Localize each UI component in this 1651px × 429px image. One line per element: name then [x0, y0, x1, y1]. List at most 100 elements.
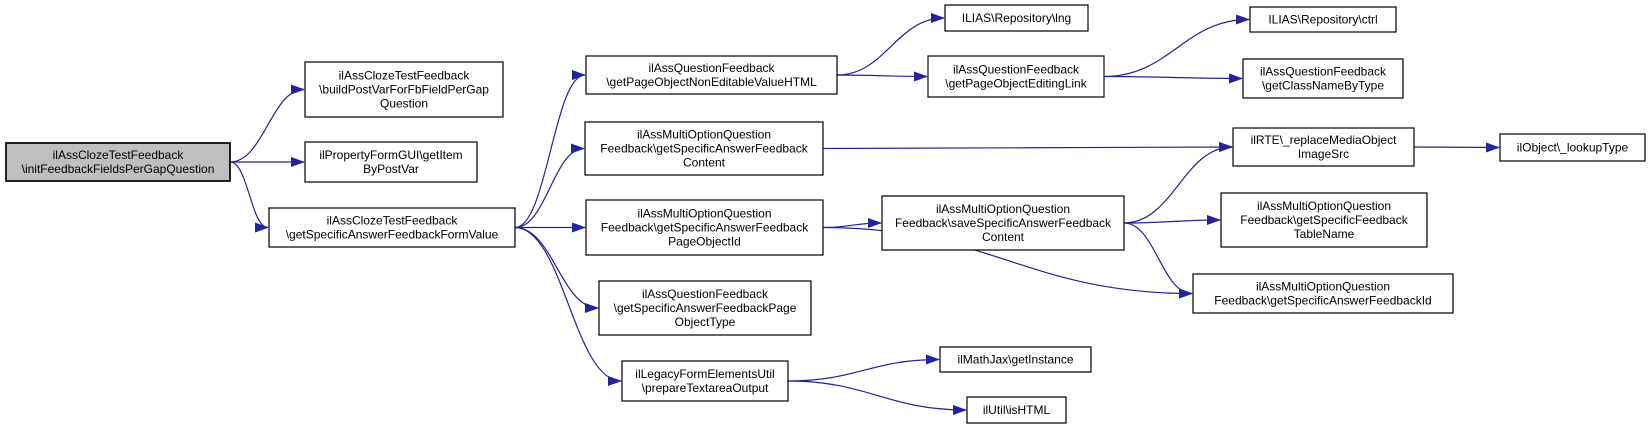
- node-box: [585, 199, 824, 256]
- node-label-line: Content: [982, 230, 1025, 244]
- node-label-line: ilUtil\isHTML: [983, 403, 1051, 417]
- node-label-line: Feedback\getSpecificAnswerFeedback: [600, 142, 808, 156]
- node-getSpecificAnswerFeedbackPageObjectType[interactable]: ilAssQuestionFeedback\getSpecificAnswerF…: [598, 280, 812, 336]
- edge-initFeedbackFieldsPerGapQuestion--getSpecificAnswerFeedbackFormValue: [229, 161, 269, 233]
- edge-getSpecificAnswerFeedbackFormValue--getPageObjectNonEditableValueHTML: [514, 70, 586, 229]
- node-label: ilLegacyFormElementsUtil\prepareTextarea…: [635, 367, 774, 395]
- node-label: ilAssQuestionFeedback\getPageObjectEditi…: [945, 63, 1087, 91]
- node-label: ilAssQuestionFeedback\getPageObjectNonEd…: [606, 61, 817, 89]
- node-box: [1192, 273, 1454, 314]
- node-getPageObjectEditingLink[interactable]: ilAssQuestionFeedback\getPageObjectEditi…: [927, 55, 1105, 98]
- edge-getPageObjectEditingLink--repository-ctrl: [1103, 14, 1250, 78]
- edge-getSpecificAnswerFeedbackFormValue--getSpecificAnswerFeedbackContent: [514, 143, 585, 229]
- node-box: [584, 121, 824, 176]
- edge-saveSpecificAnswerFeedbackContent--replaceMediaObjectImageSrc: [1123, 142, 1233, 224]
- node-getPageObjectNonEditableValueHTML[interactable]: ilAssQuestionFeedback\getPageObjectNonEd…: [585, 55, 838, 95]
- node-label: ilUtil\isHTML: [983, 403, 1051, 417]
- node-repository-ctrl[interactable]: ILIAS\Repository\ctrl: [1249, 6, 1397, 33]
- node-label-line: ilRTE\_replaceMediaObject: [1251, 133, 1398, 147]
- node-label-line: \getSpecificAnswerFeedbackPage: [614, 301, 797, 315]
- node-label-line: Feedback\saveSpecificAnswerFeedback: [895, 216, 1112, 230]
- node-box: [304, 61, 504, 118]
- node-label-line: ImageSrc: [1298, 147, 1349, 161]
- node-label-line: ilAssMultiOptionQuestion: [1257, 199, 1391, 213]
- node-label-line: PageObjectId: [668, 235, 741, 249]
- node-box: [1242, 58, 1404, 99]
- node-getSpecificAnswerFeedbackFormValue[interactable]: ilAssClozeTestFeedback\getSpecificAnswer…: [268, 207, 516, 248]
- node-label-line: \getClassNameByType: [1262, 79, 1384, 93]
- node-label-line: \getPageObjectEditingLink: [945, 77, 1087, 91]
- node-label-line: \prepareTextareaOutput: [642, 381, 769, 395]
- node-label-line: ilAssMultiOptionQuestion: [637, 207, 771, 221]
- node-getClassNameByType[interactable]: ilAssQuestionFeedback\getClassNameByType: [1242, 58, 1404, 99]
- edge-replaceMediaObjectImageSrc--lookupType: [1413, 142, 1500, 153]
- node-layer: ilAssClozeTestFeedback \initFeedbackField…: [5, 4, 1646, 424]
- node-label-line: ilAssQuestionFeedback: [1260, 65, 1387, 79]
- node-box: [304, 141, 478, 183]
- node-label: ilAssQuestionFeedback\getClassNameByType: [1260, 65, 1387, 93]
- node-label-line: ilObject\_lookupType: [1517, 141, 1629, 155]
- node-label: ilAssClozeTestFeedback\initFeedbackField…: [22, 148, 215, 176]
- node-label-line: ilAssClozeTestFeedback: [327, 214, 459, 228]
- node-label: ilObject\_lookupType: [1517, 141, 1629, 155]
- node-label-line: ilAssClozeTestFeedback: [339, 69, 471, 83]
- node-label-line: ObjectType: [675, 315, 736, 329]
- node-lookupType[interactable]: ilObject\_lookupType: [1499, 133, 1646, 162]
- edge-saveSpecificAnswerFeedbackContent--getSpecificFeedbackTableName: [1123, 215, 1221, 226]
- node-buildPostVarForFbFieldPerGapQuestion[interactable]: ilAssClozeTestFeedback\buildPostVarForFb…: [304, 61, 504, 118]
- node-label-line: Feedback\getSpecificAnswerFeedback: [601, 221, 809, 235]
- node-box: [268, 207, 516, 248]
- node-box: [1220, 192, 1428, 248]
- node-box: [944, 4, 1089, 32]
- node-initFeedbackFieldsPerGapQuestion[interactable]: ilAssClozeTestFeedback\initFeedbackField…: [5, 142, 231, 182]
- edge-prepareTextareaOutput--mathjax-getInstance: [787, 354, 940, 382]
- node-mathjax-getInstance[interactable]: ilMathJax\getInstance: [939, 346, 1092, 373]
- edge-layer: [229, 13, 1500, 415]
- node-label: ilAssQuestionFeedback\getSpecificAnswerF…: [614, 287, 797, 329]
- node-label-line: ilAssMultiOptionQuestion: [637, 128, 771, 142]
- node-label-line: \buildPostVarForFbFieldPerGap: [319, 83, 489, 97]
- node-ilutil-isHTML[interactable]: ilUtil\isHTML: [966, 396, 1067, 424]
- node-label: ilAssClozeTestFeedback\buildPostVarForFb…: [319, 69, 489, 111]
- node-label-line: ilPropertyFormGUI\getItem: [319, 148, 462, 162]
- node-box: [621, 360, 789, 402]
- node-label-line: ILIAS\Repository\lng: [962, 11, 1071, 25]
- node-label: ILIAS\Repository\ctrl: [1268, 13, 1377, 27]
- node-label-line: ilAssQuestionFeedback: [953, 63, 1080, 77]
- edge-getSpecificAnswerFeedbackFormValue--prepareTextareaOutput: [514, 226, 622, 386]
- node-label-line: Feedback\getSpecificFeedback: [1240, 213, 1408, 227]
- node-label-line: ilMathJax\getInstance: [957, 353, 1073, 367]
- node-label-line: \getSpecificAnswerFeedbackFormValue: [286, 228, 499, 242]
- node-box: [966, 396, 1067, 424]
- edge-initFeedbackFieldsPerGapQuestion--buildPostVarForFbFieldPerGapQuestion: [229, 84, 305, 163]
- edge-prepareTextareaOutput--ilutil-isHTML: [787, 380, 967, 415]
- node-box: [5, 142, 231, 182]
- node-box: [927, 55, 1105, 98]
- node-repository-lng[interactable]: ILIAS\Repository\lng: [944, 4, 1089, 32]
- node-label-line: Question: [380, 97, 428, 111]
- node-box: [585, 55, 838, 95]
- edge-getPageObjectNonEditableValueHTML--repository-lng: [836, 13, 945, 76]
- node-label-line: \initFeedbackFieldsPerGapQuestion: [22, 162, 215, 176]
- node-label-line: Feedback\getSpecificAnswerFeedbackId: [1214, 294, 1431, 308]
- node-prepareTextareaOutput[interactable]: ilLegacyFormElementsUtil\prepareTextarea…: [621, 360, 789, 402]
- edge-getSpecificAnswerFeedbackPageObjectId--saveSpecificAnswerFeedbackContent: [822, 218, 882, 229]
- node-label-line: TableName: [1294, 227, 1355, 241]
- node-box: [598, 280, 812, 336]
- node-label-line: ilAssQuestionFeedback: [648, 61, 775, 75]
